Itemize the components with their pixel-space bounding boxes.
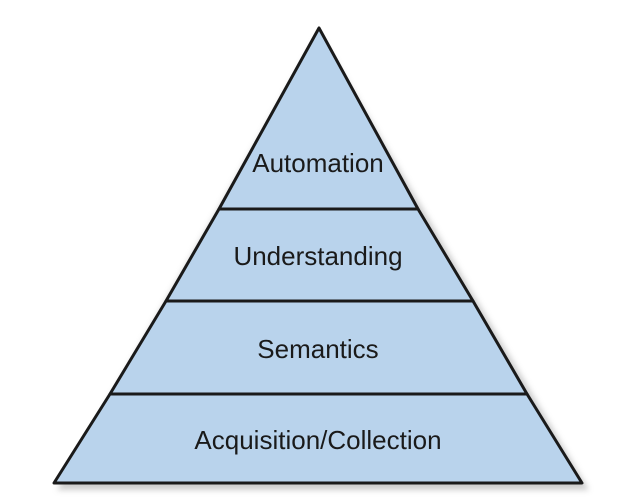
layer-label-semantics: Semantics: [257, 334, 378, 364]
layer-label-acquisition: Acquisition/Collection: [194, 425, 441, 455]
layer-label-automation: Automation: [252, 148, 384, 178]
layer-label-understanding: Understanding: [233, 241, 402, 271]
pyramid-layer-acquisition: [52, 392, 584, 485]
pyramid-layer-automation: [217, 26, 420, 211]
